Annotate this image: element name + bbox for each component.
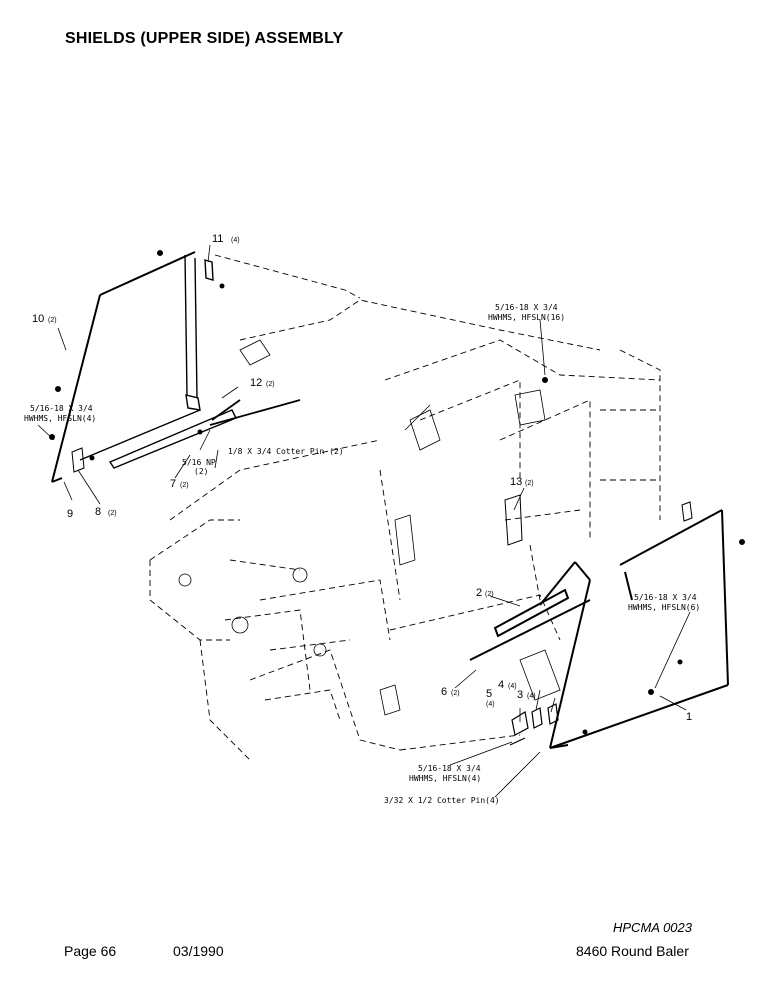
note-np-qty: (2) bbox=[194, 467, 208, 476]
callout-3: 3 bbox=[517, 689, 523, 701]
page-title: SHIELDS (UPPER SIDE) ASSEMBLY bbox=[65, 30, 344, 47]
note-right-hw-size: 5/16-18 X 3/4 bbox=[634, 593, 697, 602]
right-shield-panel bbox=[549, 509, 729, 749]
callout-8: 8 bbox=[95, 506, 101, 518]
callout-1: 1 bbox=[686, 711, 692, 723]
bar-part-12 bbox=[209, 399, 301, 426]
note-bottom-hw-type: HWHMS, HFSLN(4) bbox=[409, 774, 481, 783]
left-shield-panel bbox=[51, 251, 196, 483]
note-top-hw-type: HWHMS, HFSLN(16) bbox=[488, 313, 565, 322]
callout-6: 6 bbox=[441, 686, 447, 698]
callout-3-qty: (4) bbox=[527, 693, 536, 700]
bracket-part-13 bbox=[504, 494, 523, 546]
note-cotter-3-32: 3/32 X 1/2 Cotter Pin(4) bbox=[384, 796, 500, 805]
callout-10-qty: (2) bbox=[48, 317, 57, 324]
callout-2: 2 bbox=[476, 587, 482, 599]
part-callouts: 11 (4) 10 (2) 12 (2) 7 (2) 9 8 (2) 13 (2… bbox=[32, 233, 692, 723]
callout-13-qty: (2) bbox=[525, 480, 534, 487]
hinge-parts bbox=[509, 703, 559, 746]
note-top-hw-size: 5/16-18 X 3/4 bbox=[495, 303, 558, 312]
vertical-support-bar bbox=[184, 254, 214, 411]
note-right-hw-type: HWHMS, HFSLN(6) bbox=[628, 603, 700, 612]
note-bottom-hw-size: 5/16-18 X 3/4 bbox=[418, 764, 481, 773]
note-left-hw-size: 5/16-18 X 3/4 bbox=[30, 404, 93, 413]
callout-10: 10 bbox=[32, 313, 44, 325]
callout-13: 13 bbox=[510, 476, 522, 488]
bracket-part-8 bbox=[71, 447, 85, 473]
callout-12-qty: (2) bbox=[266, 381, 275, 388]
model-name: 8460 Round Baler bbox=[576, 943, 689, 959]
baler-frame-outline bbox=[149, 254, 661, 761]
callout-8-qty: (2) bbox=[108, 510, 117, 517]
right-panel-hardware bbox=[542, 377, 745, 735]
callout-5: 5 bbox=[486, 688, 492, 700]
note-left-hw-type: HWHMS, HFSLN(4) bbox=[24, 414, 96, 423]
callout-12: 12 bbox=[250, 377, 262, 389]
callout-11-qty: (4) bbox=[231, 237, 240, 244]
right-bracket bbox=[681, 501, 693, 522]
callout-4: 4 bbox=[498, 679, 504, 691]
note-np-size: 5/16 NP bbox=[182, 458, 216, 467]
callout-9: 9 bbox=[67, 508, 73, 520]
page-number: Page 66 bbox=[64, 943, 117, 959]
callout-4-qty: (4) bbox=[508, 683, 517, 690]
callout-6-qty: (2) bbox=[451, 690, 460, 697]
leader-lines bbox=[37, 244, 691, 798]
document-id: HPCMA 0023 bbox=[613, 920, 692, 935]
hardware-notes: 5/16-18 X 3/4 HWHMS, HFSLN(4) 1/8 X 3/4 … bbox=[24, 303, 700, 805]
callout-7-qty: (2) bbox=[180, 482, 189, 489]
callout-7: 7 bbox=[170, 478, 176, 490]
callout-11: 11 bbox=[212, 233, 223, 245]
center-shield-panel bbox=[469, 561, 591, 749]
mechanism-details bbox=[178, 339, 561, 716]
note-cotter-1-8: 1/8 X 3/4 Cotter Pin (2) bbox=[228, 447, 344, 456]
callout-5-qty: (4) bbox=[486, 701, 495, 708]
callout-2-qty: (2) bbox=[485, 591, 494, 598]
revision-date: 03/1990 bbox=[173, 943, 224, 959]
left-bolts bbox=[49, 250, 225, 461]
